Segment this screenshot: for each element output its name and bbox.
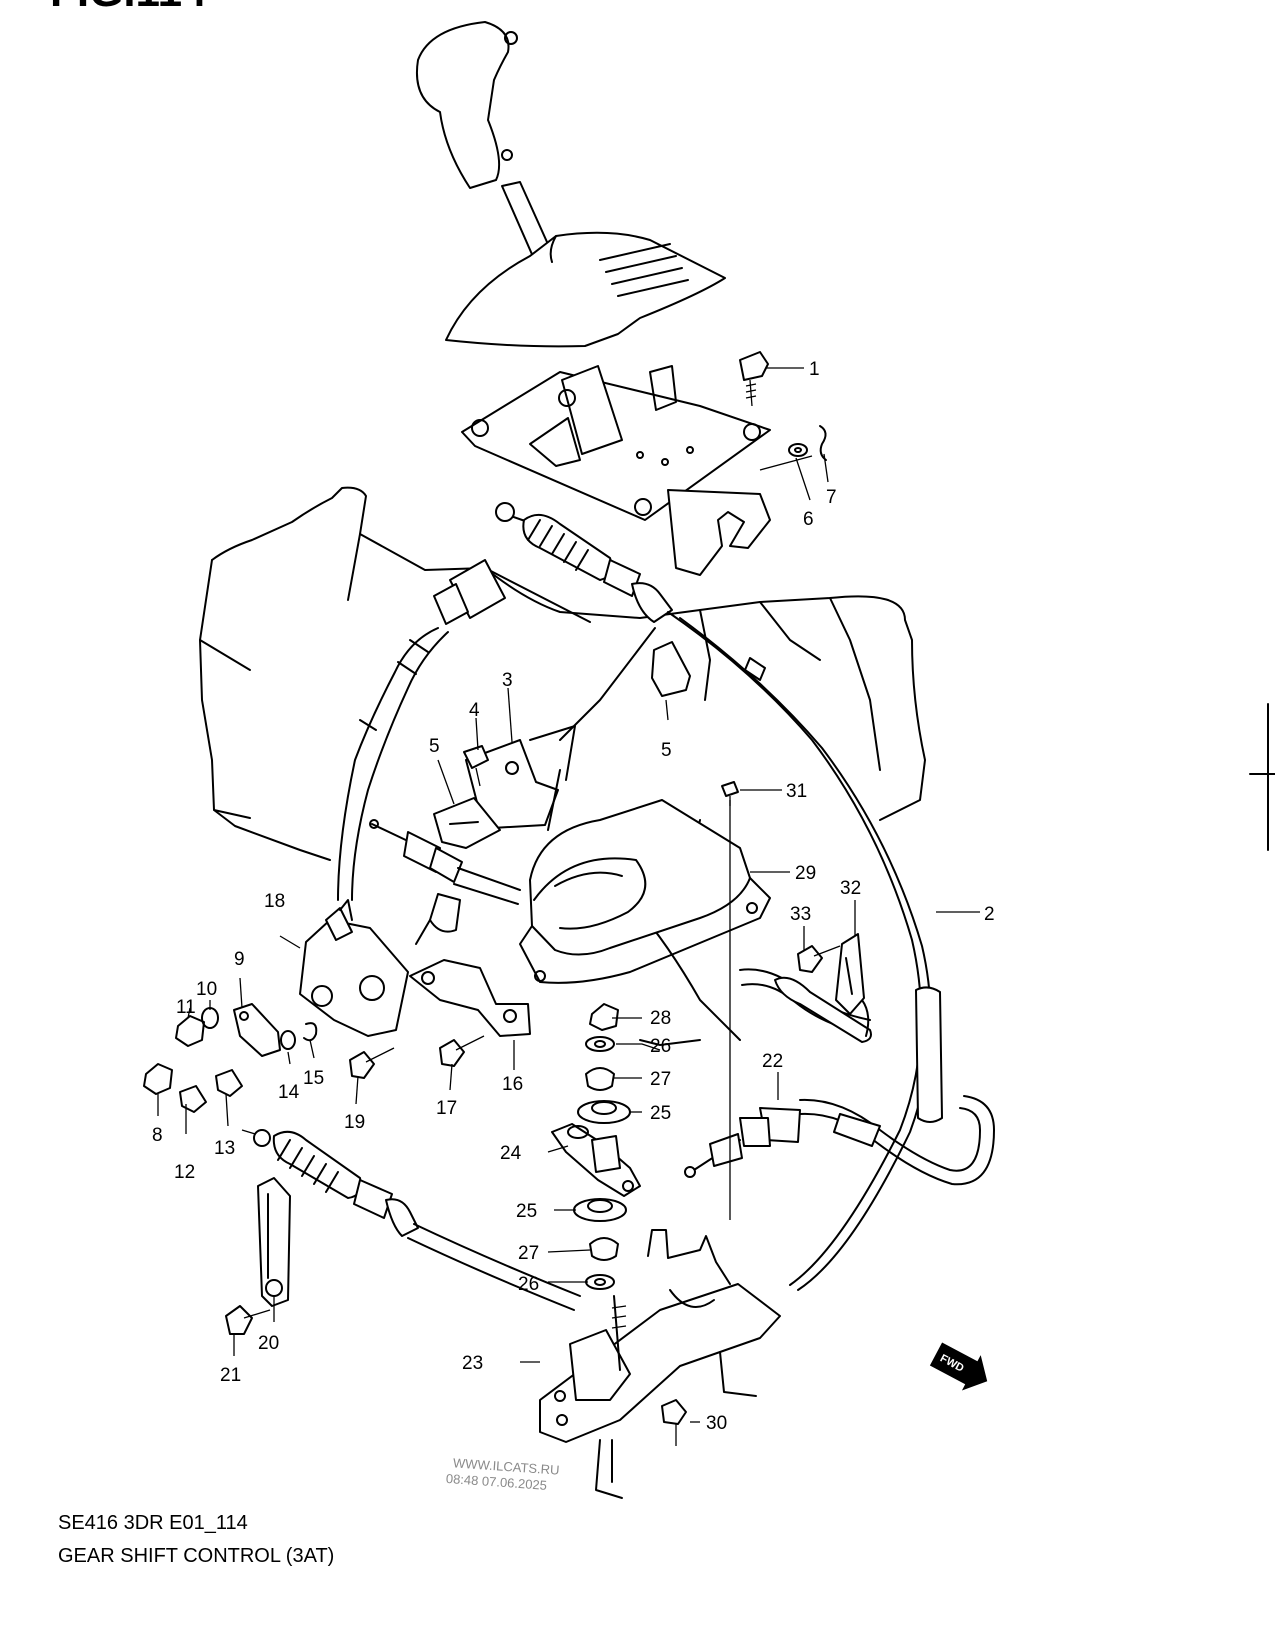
callout-25-upper: 25 <box>650 1103 671 1124</box>
lower-shift-cable <box>684 968 995 1186</box>
callout-13: 13 <box>214 1138 235 1159</box>
callout-11: 11 <box>176 997 196 1018</box>
figure-title: FIG.114 <box>50 0 207 16</box>
watermark: WWW.ILCATS.RU 08:48 07.06.2025 <box>445 1455 560 1493</box>
callout-labels: 1 2 3 4 5 5 6 7 8 9 10 11 12 13 14 15 16… <box>152 359 995 1434</box>
selector-housing-cover <box>519 799 771 984</box>
callout-30: 30 <box>706 1413 727 1434</box>
callout-14: 14 <box>278 1082 300 1103</box>
cable-bracket-3 <box>433 725 576 849</box>
watermark-site: WWW.ILCATS.RU <box>453 1455 560 1477</box>
bracket-20 <box>225 1177 291 1335</box>
small-hardware <box>143 351 865 1113</box>
selector-stack <box>551 800 731 1290</box>
callout-21: 21 <box>220 1365 241 1386</box>
leader-lines <box>157 367 980 1423</box>
shift-lever <box>416 21 557 269</box>
callout-18: 18 <box>264 891 285 912</box>
callout-3: 3 <box>502 670 513 691</box>
callout-27-upper: 27 <box>650 1069 671 1090</box>
callout-24: 24 <box>500 1143 522 1164</box>
callout-27-lower: 27 <box>518 1243 539 1264</box>
diagram-caption: GEAR SHIFT CONTROL (3AT) <box>58 1545 335 1567</box>
crop-marks <box>1249 703 1275 851</box>
fwd-arrow-badge: FWD <box>929 1342 988 1391</box>
callout-6: 6 <box>803 509 814 530</box>
callout-26-lower: 26 <box>518 1274 539 1295</box>
callout-9: 9 <box>234 949 245 970</box>
callout-10: 10 <box>196 979 217 1000</box>
callout-15: 15 <box>303 1068 324 1089</box>
callout-23: 23 <box>462 1353 483 1374</box>
callout-33: 33 <box>790 904 811 925</box>
callout-17: 17 <box>436 1098 457 1119</box>
callout-2: 2 <box>984 904 995 925</box>
upper-shift-cable <box>495 502 943 1291</box>
callout-28: 28 <box>650 1008 671 1029</box>
shift-position-sensor-cable <box>369 819 583 945</box>
bracket-16 <box>409 959 531 1037</box>
callout-26-upper: 26 <box>650 1036 671 1057</box>
front-cable-boot <box>241 1129 581 1311</box>
callout-5-left: 5 <box>429 736 440 757</box>
neutral-safety-switch <box>299 899 409 1037</box>
callout-32: 32 <box>840 878 861 899</box>
callout-1: 1 <box>809 359 820 380</box>
callout-8: 8 <box>152 1125 163 1146</box>
callout-20: 20 <box>258 1333 279 1354</box>
callout-7: 7 <box>826 487 837 508</box>
callout-25-lower: 25 <box>516 1201 537 1222</box>
callout-29: 29 <box>795 863 816 884</box>
callout-19: 19 <box>344 1112 365 1133</box>
wiring-harness <box>337 559 506 901</box>
shift-console-cover <box>445 231 726 348</box>
callout-4: 4 <box>469 700 480 721</box>
model-code: SE416 3DR E01_114 <box>58 1512 248 1534</box>
base-bracket-23 <box>539 1229 781 1499</box>
callout-31: 31 <box>786 781 807 802</box>
watermark-timestamp: 08:48 07.06.2025 <box>445 1471 547 1493</box>
callout-16: 16 <box>502 1074 523 1095</box>
callout-22: 22 <box>762 1051 783 1072</box>
callout-5-right: 5 <box>661 740 672 761</box>
shift-base-plate <box>461 365 771 576</box>
callout-12: 12 <box>174 1162 195 1183</box>
